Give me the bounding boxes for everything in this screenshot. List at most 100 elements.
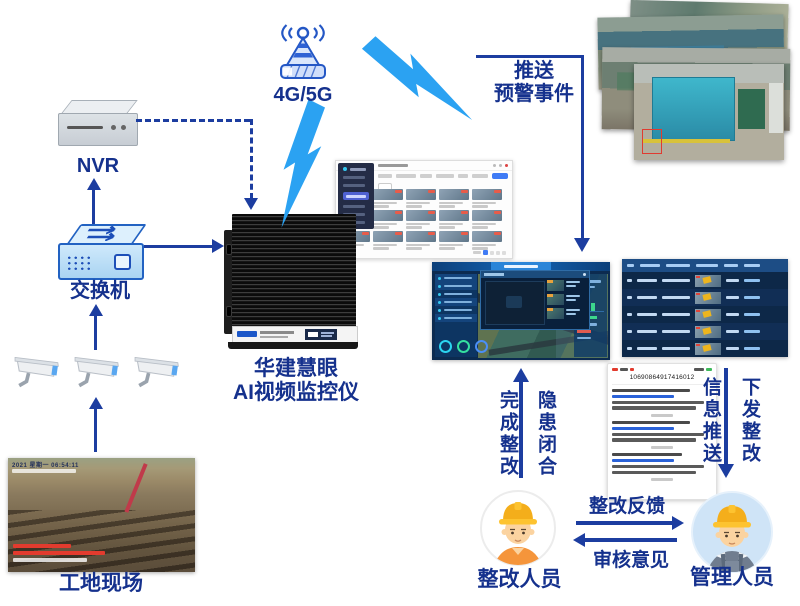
event-card bbox=[472, 189, 502, 208]
site-photo-label: 工地现场 bbox=[59, 572, 143, 595]
event-thumbnail bbox=[695, 274, 721, 287]
alarm-table-screenshot bbox=[622, 259, 788, 357]
cctv-camera-icon bbox=[74, 356, 119, 388]
event-card bbox=[373, 231, 403, 250]
nvr-label: NVR bbox=[76, 155, 120, 177]
push-arrowhead bbox=[574, 238, 590, 252]
alert-tag bbox=[428, 232, 435, 235]
nvr-to-device-arrowhead bbox=[244, 198, 258, 210]
table-header bbox=[622, 259, 788, 272]
cert-logo bbox=[305, 329, 337, 340]
phone-status-bar bbox=[612, 366, 712, 372]
active-menu-item bbox=[343, 192, 369, 200]
switch-to-nvr-arrowhead bbox=[87, 178, 101, 190]
monitor-dashboard-screenshot bbox=[432, 262, 610, 360]
push-arrow-vline bbox=[581, 55, 584, 239]
event-card bbox=[406, 210, 436, 229]
event-thumbnail bbox=[695, 325, 721, 338]
rectifier-avatar bbox=[480, 490, 556, 566]
sms-screenshot: 10690864917416012 bbox=[607, 363, 717, 500]
alert-tag bbox=[428, 211, 435, 214]
alert-tag bbox=[362, 232, 369, 235]
feedback-arrowhead bbox=[672, 516, 684, 530]
alert-tag bbox=[395, 190, 402, 193]
table-row bbox=[622, 340, 788, 357]
dashboard-title bbox=[491, 262, 551, 271]
hazard-closed-label: 隐患闭合 bbox=[535, 390, 556, 478]
green-gate bbox=[737, 88, 765, 130]
alert-tag bbox=[494, 211, 501, 214]
cctv-camera-icon bbox=[134, 356, 179, 388]
info-push-label: 信息推送 bbox=[700, 377, 721, 465]
ai-device-label: 华建慧眼 AI视频监控仪 bbox=[233, 357, 359, 405]
switch-to-nvr-line bbox=[92, 188, 95, 224]
nvr-device bbox=[54, 98, 144, 148]
pagination bbox=[473, 250, 506, 255]
table-row bbox=[622, 323, 788, 340]
alert-tag bbox=[395, 211, 402, 214]
alert-tag bbox=[395, 232, 402, 235]
camera-row bbox=[14, 350, 182, 392]
event-card bbox=[439, 189, 469, 208]
video-feed bbox=[485, 281, 545, 325]
sms-sender-number: 10690864917416012 bbox=[629, 374, 695, 381]
teal-structure bbox=[652, 77, 735, 141]
camera-popup bbox=[480, 270, 590, 330]
ai-box-device bbox=[224, 212, 360, 350]
review-label: 审核意见 bbox=[592, 550, 669, 571]
site-photo-front bbox=[634, 64, 784, 160]
alert-tag bbox=[461, 211, 468, 214]
event-card bbox=[406, 189, 436, 208]
red-progress bbox=[577, 329, 591, 333]
event-card bbox=[472, 231, 502, 250]
alert-tag bbox=[461, 232, 468, 235]
table-row bbox=[622, 272, 788, 289]
detection-box bbox=[641, 129, 662, 155]
feedback-arrow-line bbox=[576, 521, 674, 525]
event-card bbox=[439, 210, 469, 229]
site-photo: 2021 星期一 06:54:11 bbox=[8, 458, 195, 572]
event-card bbox=[472, 210, 502, 229]
cams-to-switch-line bbox=[94, 313, 97, 350]
throughput-arrows-icon bbox=[86, 225, 116, 242]
photo-to-cams-arrowhead bbox=[89, 397, 103, 409]
camera-thumbnails bbox=[547, 280, 585, 322]
cctv-camera-icon bbox=[14, 356, 59, 388]
event-card bbox=[373, 210, 403, 229]
manager-avatar bbox=[691, 491, 773, 573]
camera-thumb-row bbox=[547, 294, 585, 305]
switch-device bbox=[56, 222, 147, 280]
table-row bbox=[622, 306, 788, 323]
dashboard-left-panel bbox=[435, 274, 488, 357]
search-button bbox=[492, 173, 508, 179]
sms-message bbox=[612, 389, 712, 418]
dispatch-arrowhead bbox=[718, 464, 734, 478]
camera-thumb-row bbox=[547, 308, 585, 319]
alert-tag bbox=[428, 190, 435, 193]
event-thumbnail bbox=[695, 291, 721, 304]
antenna-label: 4G/5G bbox=[273, 84, 333, 106]
alert-tag bbox=[461, 190, 468, 193]
rectifier-label: 整改人员 bbox=[477, 568, 562, 591]
closure-arrowhead bbox=[513, 368, 529, 382]
manager-label: 管理人员 bbox=[690, 566, 774, 589]
antenna-4g5g-icon bbox=[280, 24, 326, 79]
nvr-to-device-dashed-line bbox=[136, 119, 250, 122]
dispatch-arrow-line bbox=[724, 368, 728, 466]
lightning-bolt-right-icon bbox=[361, 36, 473, 120]
review-arrowhead bbox=[573, 533, 585, 547]
heatsink-fins bbox=[232, 214, 356, 330]
event-thumbnail bbox=[695, 308, 721, 321]
admin-events-screenshot bbox=[335, 160, 513, 259]
sms-message bbox=[612, 421, 712, 450]
switch-to-device-arrowhead bbox=[212, 239, 224, 253]
nvr-to-device-dashed-drop bbox=[250, 119, 253, 199]
alert-tag bbox=[494, 190, 501, 193]
sms-message bbox=[612, 453, 712, 482]
closure-arrow-line bbox=[519, 380, 523, 478]
feedback-label: 整改反馈 bbox=[588, 496, 665, 517]
switch-label: 交换机 bbox=[70, 280, 130, 302]
event-card bbox=[373, 189, 403, 208]
photo-to-cams-line bbox=[94, 406, 97, 452]
issue-rectify-label: 下发整改 bbox=[739, 377, 760, 465]
